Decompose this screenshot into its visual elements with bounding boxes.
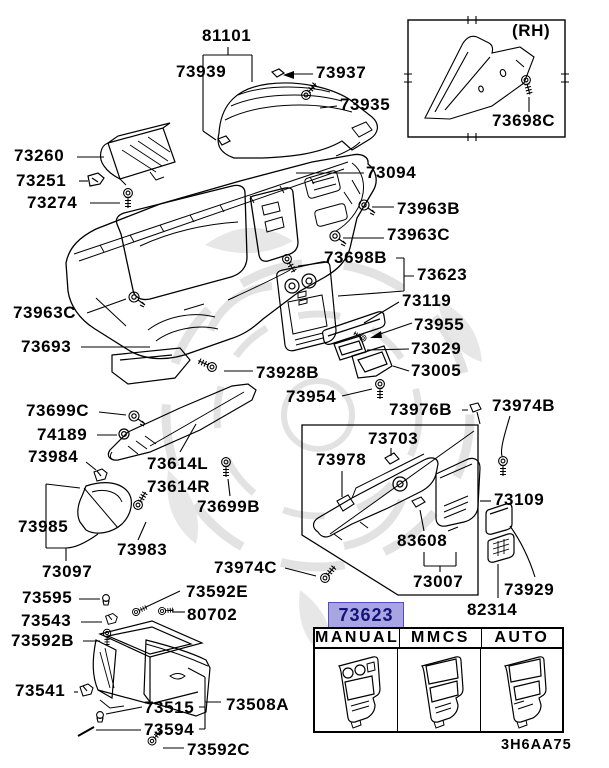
variant-header-manual: MANUAL xyxy=(315,629,401,647)
callout-73935: 73935 xyxy=(340,95,391,114)
switch-parts-drawing xyxy=(485,503,536,598)
callout-73029: 73029 xyxy=(411,339,462,358)
callout-73515: 73515 xyxy=(144,698,195,717)
variant-table: MANUAL MMCS AUTO xyxy=(313,627,564,733)
callout-73699C: 73699C xyxy=(26,401,90,420)
callout-73094: 73094 xyxy=(366,163,417,182)
callout-73005: 73005 xyxy=(411,361,462,380)
mmcs-panel-drawing xyxy=(420,656,464,729)
callout-73614R: 73614R xyxy=(147,477,211,496)
callout-80702: 80702 xyxy=(187,605,238,624)
callout-73097: 73097 xyxy=(42,562,93,581)
callout-73109: 73109 xyxy=(494,490,545,509)
callout-73974C: 73974C xyxy=(214,558,278,577)
callout-73260: 73260 xyxy=(14,146,65,165)
callout-73978: 73978 xyxy=(316,450,367,469)
callout-73508A: 73508A xyxy=(226,695,290,714)
variant-cell-auto xyxy=(481,649,563,731)
glove-box-drawing xyxy=(74,590,221,749)
fasteners-center xyxy=(195,356,385,400)
callout-74189: 74189 xyxy=(37,425,88,444)
instrument-panel-drawing xyxy=(65,153,394,360)
variant-cell-manual xyxy=(315,649,398,731)
callout-73698B: 73698B xyxy=(324,248,388,267)
callout-73963C-right: 73963C xyxy=(387,225,451,244)
callout-73937: 73937 xyxy=(316,63,367,82)
callout-82314: 82314 xyxy=(467,600,518,619)
callout-73623: 73623 xyxy=(417,265,468,284)
console-trim-drawing xyxy=(85,383,257,497)
callout-73251: 73251 xyxy=(16,171,67,190)
callout-83608: 83608 xyxy=(397,531,448,550)
callout-73976B: 73976B xyxy=(389,400,453,419)
auto-panel-drawing xyxy=(503,656,547,729)
callout-73594: 73594 xyxy=(144,720,195,739)
callout-73954: 73954 xyxy=(286,387,337,406)
callout-73592B: 73592B xyxy=(11,631,75,650)
rh-marker: (RH) xyxy=(512,21,551,40)
callout-73983: 73983 xyxy=(117,540,168,559)
callout-73963B: 73963B xyxy=(397,199,461,218)
manual-panel-drawing xyxy=(337,656,381,729)
callout-73274: 73274 xyxy=(27,193,78,212)
callout-73955: 73955 xyxy=(414,315,465,334)
callout-73119: 73119 xyxy=(402,291,452,310)
knee-panel-box xyxy=(284,402,511,596)
callout-73614L: 73614L xyxy=(147,454,209,473)
cowl-side-trim-drawing xyxy=(424,35,535,120)
center-panel-drawing xyxy=(276,252,414,379)
variant-header-auto: AUTO xyxy=(494,629,550,646)
callout-73698C: 73698C xyxy=(492,111,556,130)
under-cover-drawing xyxy=(81,346,191,385)
figure-code: 3H6AA75 xyxy=(501,737,572,753)
callout-73007: 73007 xyxy=(413,572,464,591)
callout-73703: 73703 xyxy=(368,429,419,448)
callout-73592C: 73592C xyxy=(187,740,251,759)
variant-cell-mmcs xyxy=(398,649,481,731)
callout-73543: 73543 xyxy=(21,611,72,630)
callout-73984: 73984 xyxy=(28,447,79,466)
callout-73974B: 73974B xyxy=(492,396,556,415)
callout-81101: 81101 xyxy=(202,26,252,45)
callout-73929: 73929 xyxy=(504,580,555,599)
variant-table-header: MANUAL MMCS AUTO xyxy=(315,629,562,649)
watermark xyxy=(161,227,482,660)
callout-73693: 73693 xyxy=(21,337,72,356)
callout-73699B: 73699B xyxy=(197,497,261,516)
rh-inset-box xyxy=(404,16,569,141)
callout-73928B: 73928B xyxy=(256,363,320,382)
callout-73939: 73939 xyxy=(176,62,227,81)
callout-73592E: 73592E xyxy=(186,582,249,601)
side-cover-drawing xyxy=(45,482,150,561)
callout-73595: 73595 xyxy=(22,588,73,607)
callout-73541: 73541 xyxy=(15,681,66,700)
audio-unit-drawing xyxy=(77,122,176,209)
meter-hood-drawing xyxy=(202,47,378,159)
callout-73963C-left: 73963C xyxy=(13,303,77,322)
highlighted-callout-73623[interactable]: 73623 xyxy=(328,602,404,628)
variant-header-mmcs: MMCS xyxy=(400,629,482,647)
callout-73985: 73985 xyxy=(18,517,69,536)
